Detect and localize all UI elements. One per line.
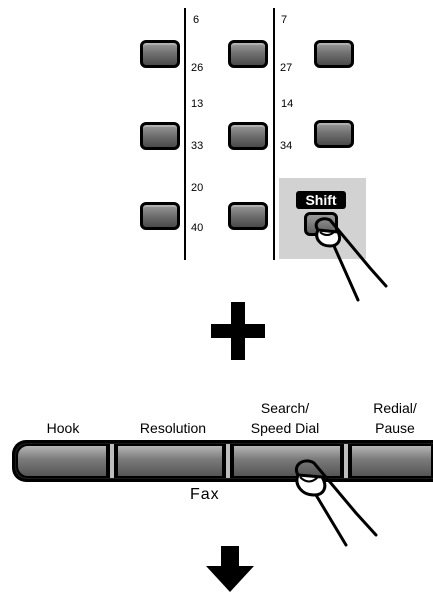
hook-label: Hook bbox=[46, 420, 80, 436]
key-number-label: 33 bbox=[191, 140, 204, 152]
key-number-label: 13 bbox=[191, 98, 204, 110]
redial-label-line2: Pause bbox=[375, 420, 415, 436]
one-touch-key-r1c1[interactable] bbox=[140, 40, 180, 68]
hook-button[interactable] bbox=[16, 444, 108, 478]
search-label-line2: Speed Dial bbox=[250, 420, 320, 436]
one-touch-key-r2c3[interactable] bbox=[314, 120, 354, 148]
one-touch-key-r2c2[interactable] bbox=[228, 122, 268, 150]
key-number-label: 7 bbox=[281, 14, 288, 26]
key-number-label: 40 bbox=[191, 222, 204, 234]
shift-label: Shift bbox=[296, 191, 346, 209]
finger-press-icon bbox=[295, 459, 378, 547]
key-number-label: 34 bbox=[280, 140, 293, 152]
key-number-label: 26 bbox=[191, 62, 204, 74]
finger-press-icon bbox=[314, 217, 388, 302]
divider-line-left bbox=[184, 8, 186, 260]
key-divider bbox=[224, 444, 232, 478]
fax-label: Fax bbox=[190, 486, 220, 503]
redial-label-line1: Redial/ bbox=[373, 400, 417, 416]
key-divider bbox=[342, 444, 350, 478]
arrow-down-shaft bbox=[221, 546, 239, 568]
one-touch-key-r3c1[interactable] bbox=[140, 202, 180, 230]
arrow-down-head bbox=[206, 566, 254, 592]
search-label-line1: Search/ bbox=[260, 400, 310, 416]
resolution-label: Resolution bbox=[139, 420, 207, 436]
divider-line-right bbox=[273, 8, 275, 260]
key-number-label: 6 bbox=[193, 14, 200, 26]
search-speed-dial-button[interactable] bbox=[232, 444, 342, 478]
key-number-label: 27 bbox=[280, 62, 293, 74]
key-divider bbox=[108, 444, 116, 478]
resolution-button[interactable] bbox=[116, 444, 224, 478]
key-number-label: 20 bbox=[191, 182, 204, 194]
redial-pause-button[interactable] bbox=[350, 444, 433, 478]
one-touch-key-r1c3[interactable] bbox=[314, 40, 354, 68]
one-touch-key-r3c2[interactable] bbox=[228, 202, 268, 230]
one-touch-key-r1c2[interactable] bbox=[228, 40, 268, 68]
one-touch-key-r2c1[interactable] bbox=[140, 122, 180, 150]
plus-icon-bar bbox=[231, 302, 245, 360]
key-number-label: 14 bbox=[281, 98, 294, 110]
